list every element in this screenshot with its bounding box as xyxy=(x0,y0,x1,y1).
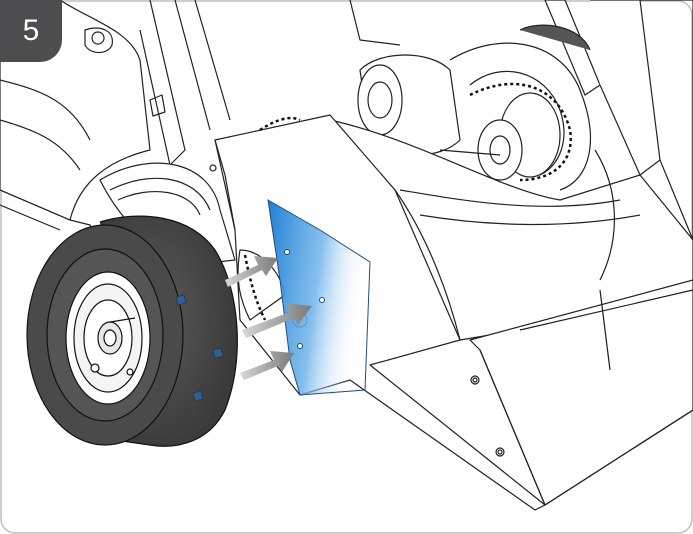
panel-hole-bottom xyxy=(297,343,303,349)
highlight-panel xyxy=(267,199,371,396)
step-number: 5 xyxy=(22,14,40,47)
direction-arrows xyxy=(225,256,312,380)
arrow-top xyxy=(225,256,278,287)
drive-chain xyxy=(243,82,573,321)
panel-hole-top xyxy=(284,249,290,255)
wheel-bolts xyxy=(175,294,224,402)
wheel xyxy=(26,215,238,447)
arrow-middle xyxy=(242,303,312,338)
machine-body xyxy=(0,0,693,511)
step-number-badge: 5 xyxy=(0,0,62,62)
panel-hole-middle xyxy=(319,297,325,303)
arrow-bottom xyxy=(240,351,294,380)
